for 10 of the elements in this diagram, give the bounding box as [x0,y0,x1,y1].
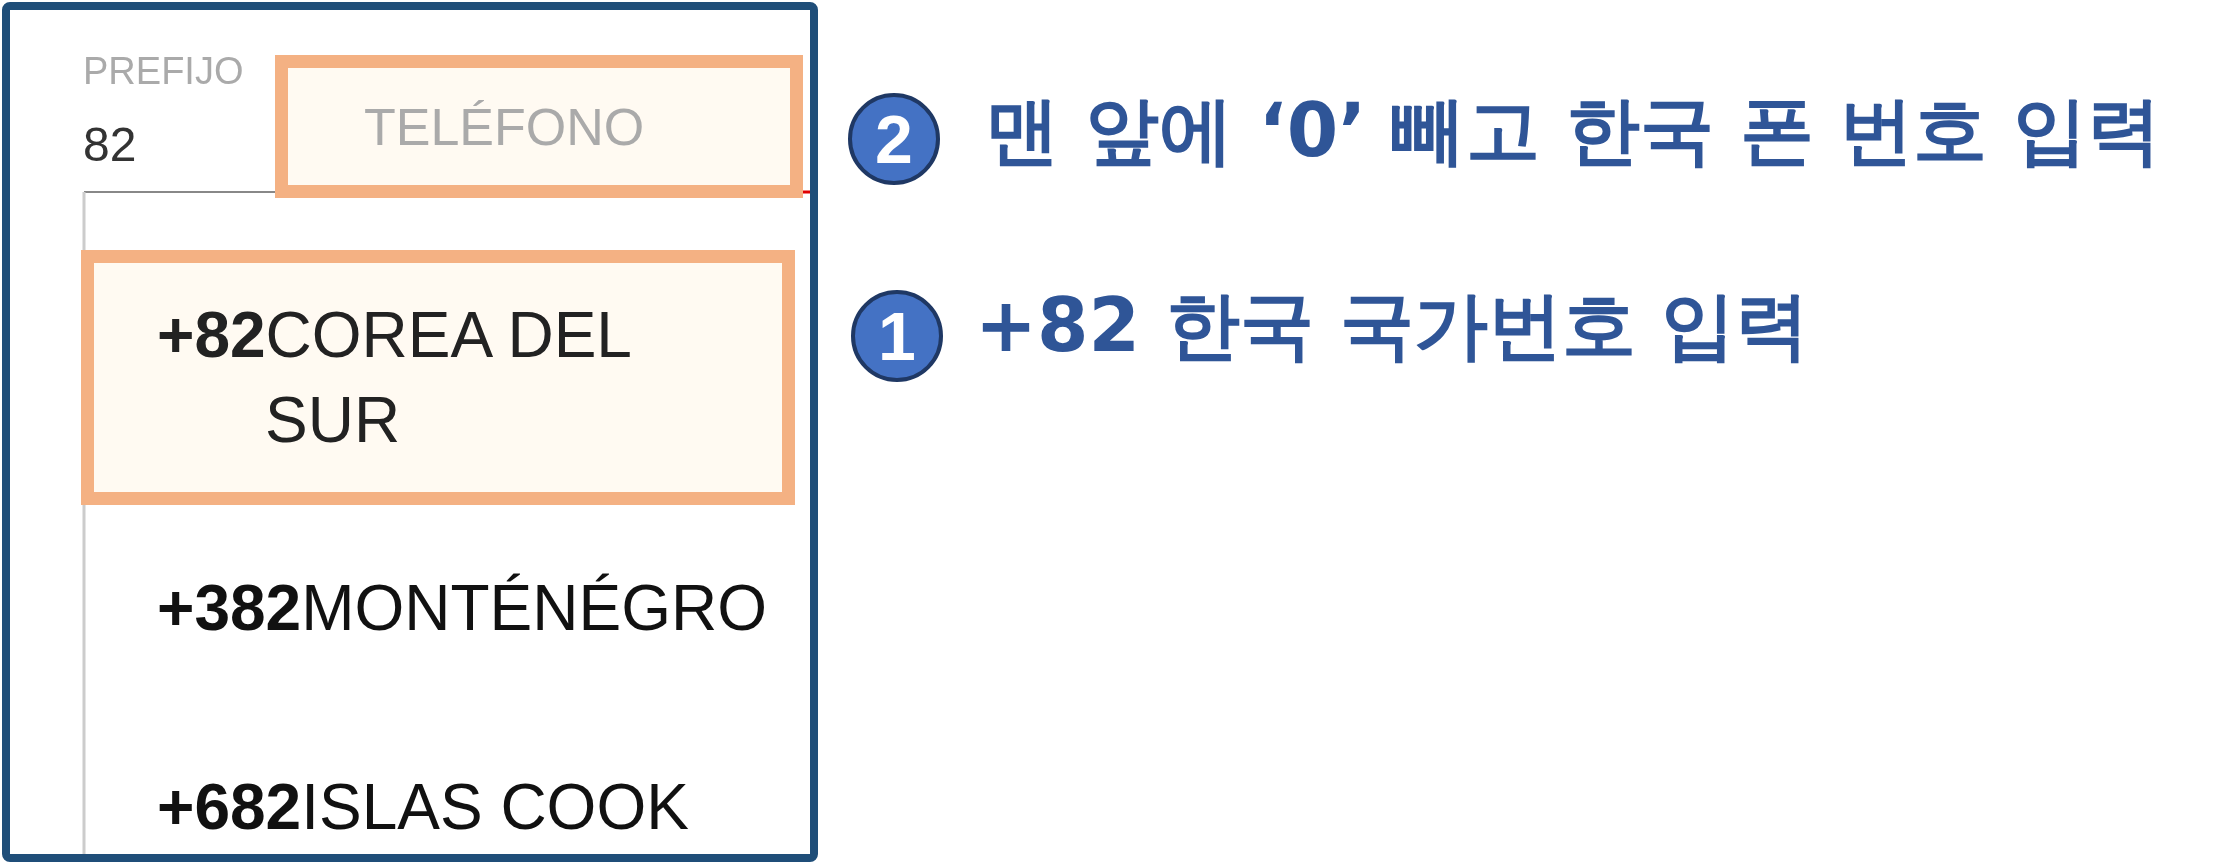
country-option: +82COREA DEL SUR [157,292,782,463]
country-option: +682ISLAS COOK [157,775,689,839]
callout-badge: 1 [851,290,943,382]
callout-text: 맨 앞에 ‘0’ 빼고 한국 폰 번호 입력 [985,90,2162,172]
input-field: TELÉFONO [275,55,803,198]
prefix-value: 82 [83,121,137,169]
highlight-box [81,250,795,505]
callout-badge: 2 [848,93,940,185]
field-label: PREFIJO [83,52,244,90]
callout-text: +82 한국 국가번호 입력 [975,285,1810,367]
